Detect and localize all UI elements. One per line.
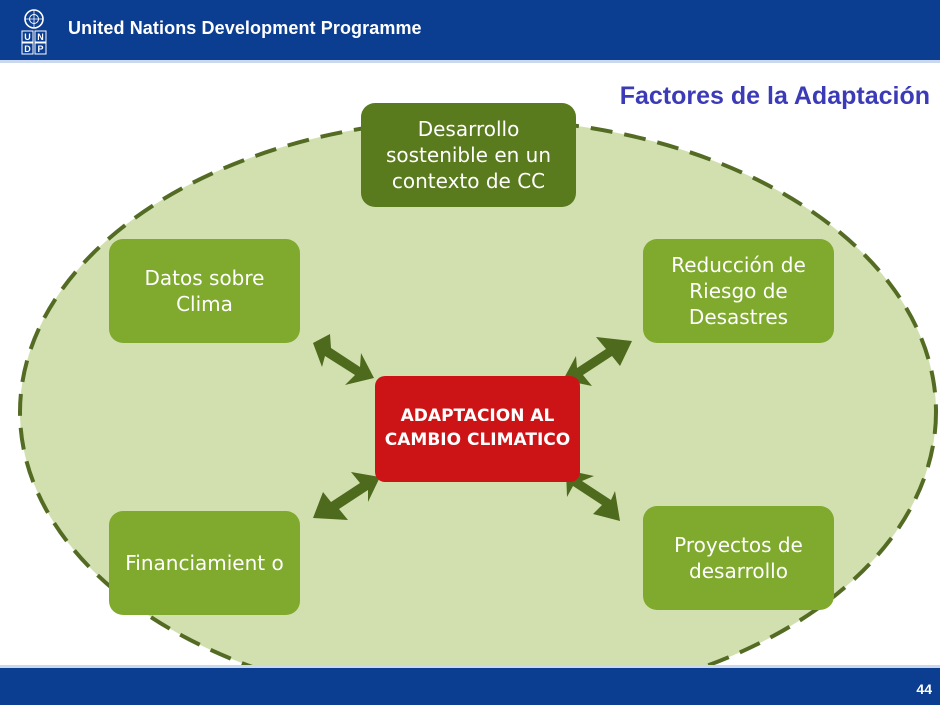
- organization-name: United Nations Development Programme: [68, 18, 422, 38]
- logo-letter-d: D: [24, 44, 31, 54]
- box-upper-left-label: Datos sobre Clima: [144, 266, 265, 316]
- box-lower-right-label: Proyectos de desarrollo: [674, 533, 803, 583]
- box-upper-left: Datos sobre Clima: [109, 239, 300, 343]
- page-number: 44: [916, 681, 932, 697]
- box-upper-right: Reducción de Riesgo de Desastres: [643, 239, 834, 343]
- header-divider: [0, 60, 940, 63]
- arrow-upper-left: [313, 334, 374, 385]
- arrows-group: [313, 334, 632, 521]
- box-upper-right-label: Reducción de Riesgo de Desastres: [671, 253, 806, 329]
- footer-divider: [0, 665, 940, 668]
- box-top: Desarrollo sostenible en un contexto de …: [361, 103, 576, 207]
- box-lower-left-label: Financiamient o: [125, 551, 284, 575]
- logo-letter-p: P: [37, 44, 43, 54]
- footer-bar: [0, 668, 940, 705]
- un-emblem-icon: U N D P: [21, 9, 47, 55]
- box-top-label: Desarrollo sostenible en un contexto de …: [385, 117, 552, 193]
- box-lower-right: Proyectos de desarrollo: [643, 506, 834, 610]
- box-lower-left: Financiamient o: [109, 511, 300, 615]
- header-bar: [0, 0, 940, 60]
- arrow-lower-right: [566, 470, 620, 521]
- box-center-label: ADAPTACION AL CAMBIO CLIMATICO: [384, 406, 571, 450]
- box-center: ADAPTACION AL CAMBIO CLIMATICO: [375, 376, 580, 482]
- arrow-lower-left: [313, 472, 380, 520]
- slide-title: Factores de la Adaptación: [619, 82, 930, 110]
- logo-letter-u: U: [24, 32, 31, 42]
- arrow-upper-right: [563, 337, 632, 386]
- logo-letter-n: N: [37, 32, 44, 42]
